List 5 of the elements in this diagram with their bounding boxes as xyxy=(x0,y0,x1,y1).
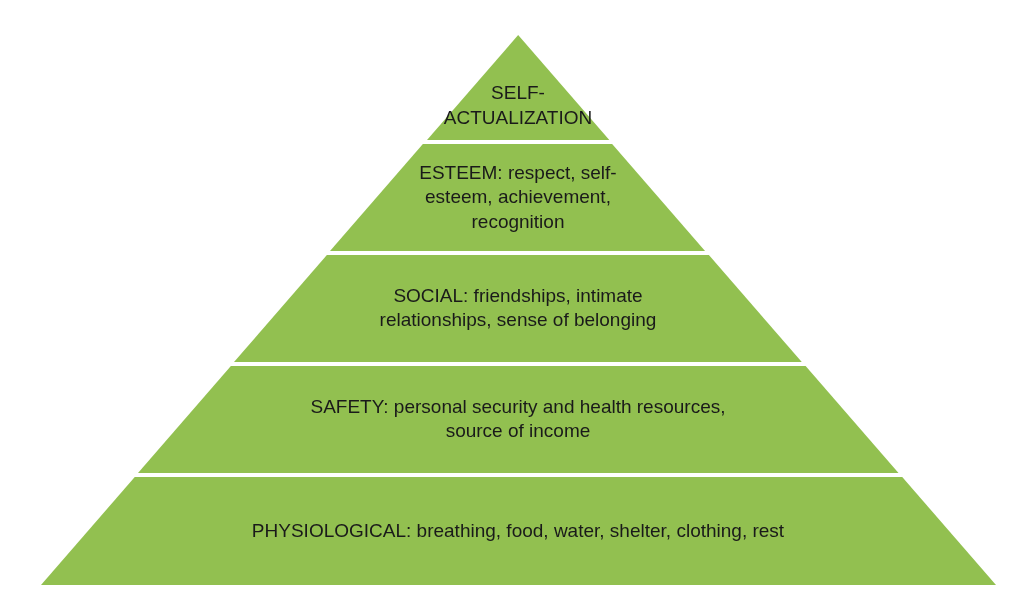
level-text: SOCIAL: friendships, intimate relationships, sense of belonging xyxy=(378,283,658,333)
level-text: SAFETY: personal security and health resources, source of income xyxy=(309,394,727,444)
level-text: PHYSIOLOGICAL: breathing, food, water, shelter, clothing, rest xyxy=(250,518,786,543)
level-text: ESTEEM: respect, self-esteem, achievement, recognition xyxy=(418,160,618,234)
level-text: SELF-ACTUALIZATION xyxy=(443,81,593,131)
